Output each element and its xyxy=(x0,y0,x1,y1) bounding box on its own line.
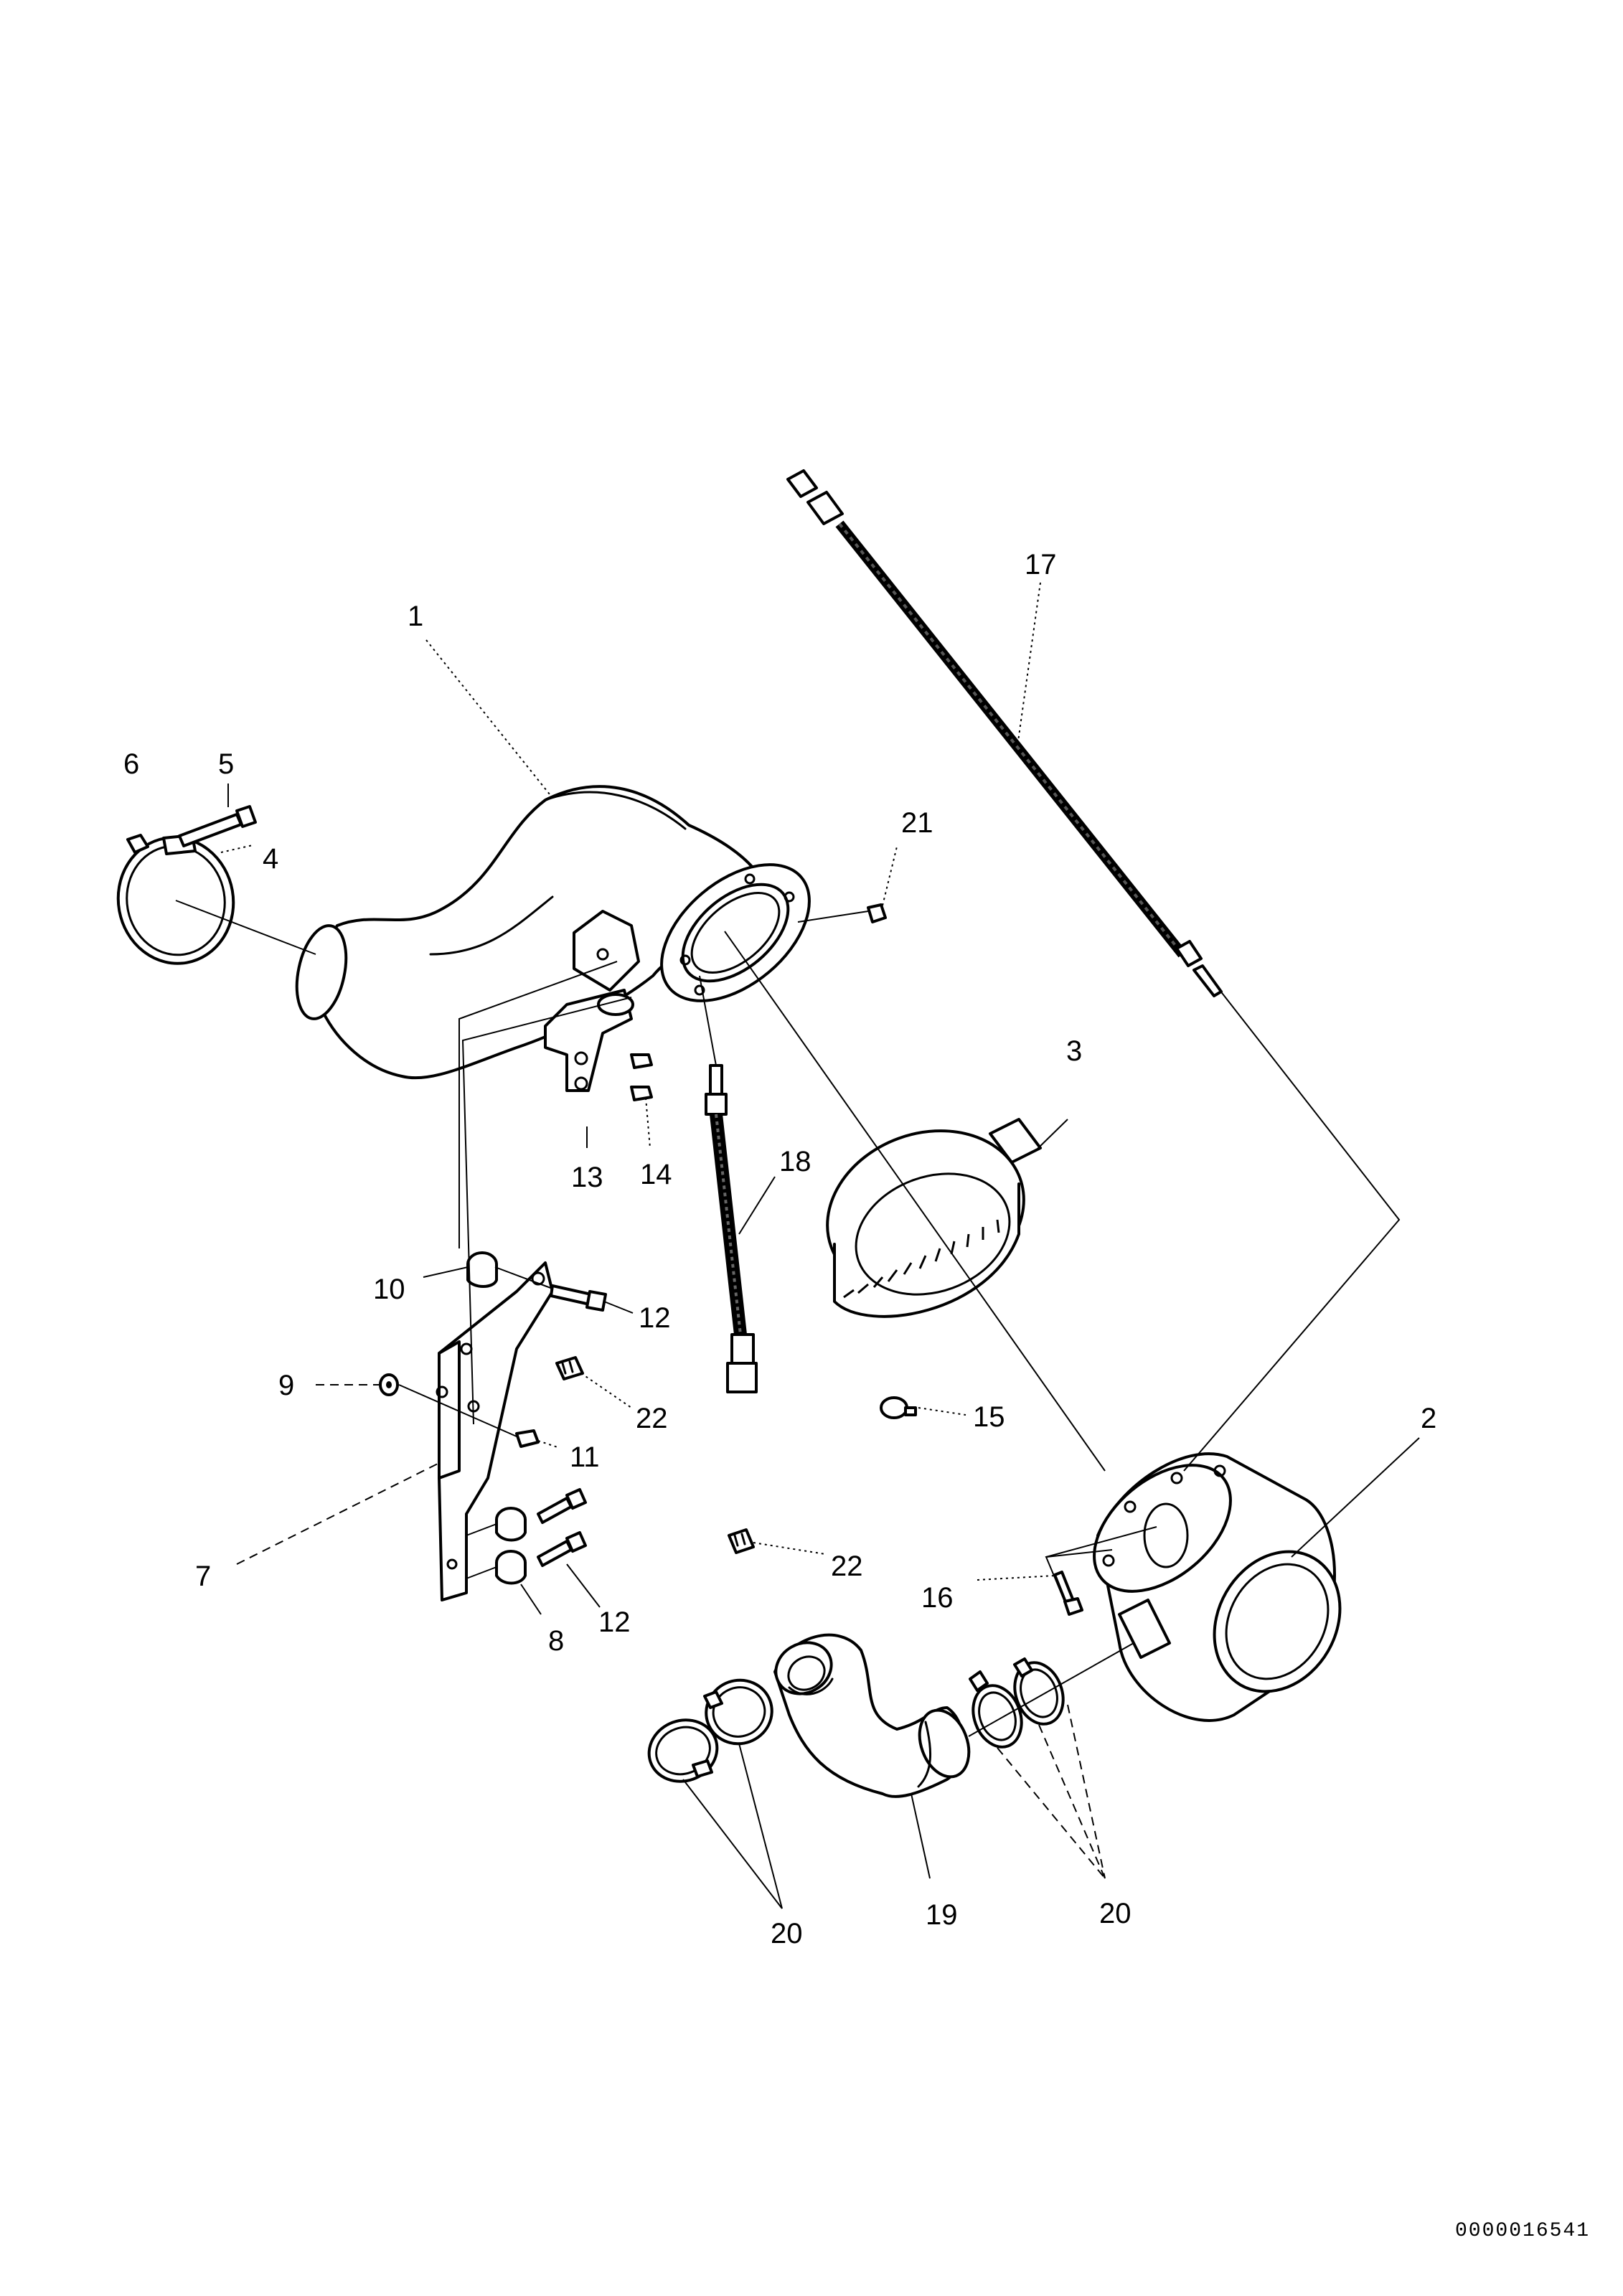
part-10-spacer xyxy=(466,1251,498,1288)
part-21-nut xyxy=(867,903,887,923)
part-12-bolts-bottom xyxy=(537,1488,587,1567)
part-20-clamps-right xyxy=(969,1657,1065,1749)
part-2-muffler xyxy=(1093,1452,1342,1722)
callout-3: 3 xyxy=(1066,1035,1082,1067)
callout-22-left: 22 xyxy=(636,1403,668,1434)
callout-17: 17 xyxy=(1025,549,1057,580)
callout-13: 13 xyxy=(571,1162,603,1193)
callout-12-top: 12 xyxy=(639,1302,671,1334)
callout-10: 10 xyxy=(373,1274,405,1305)
part-22-clip-center xyxy=(728,1528,755,1554)
part-5-clamp-bolt xyxy=(178,805,257,847)
callout-18: 18 xyxy=(779,1146,812,1177)
part-20-clamps-left xyxy=(647,1678,773,1783)
callout-labels: 1 2 3 4 5 6 7 8 9 10 11 12 12 13 14 15 1… xyxy=(123,549,1436,1949)
part-11-bolt xyxy=(515,1429,540,1448)
callout-7: 7 xyxy=(195,1561,211,1592)
part-15-clip xyxy=(880,1396,917,1419)
callout-1: 1 xyxy=(408,601,423,632)
part-12-bolt-top xyxy=(550,1284,607,1312)
part-7-support-bracket xyxy=(436,1261,554,1601)
part-13-small-bracket xyxy=(544,989,634,1092)
callout-2: 2 xyxy=(1421,1403,1436,1434)
part-19-hose xyxy=(773,1633,971,1798)
part-6-clamp-nut xyxy=(126,834,149,854)
callout-12-bottom: 12 xyxy=(598,1606,631,1638)
callout-11: 11 xyxy=(570,1441,600,1473)
callout-4: 4 xyxy=(263,843,278,875)
part-14-bolts xyxy=(630,1053,653,1101)
callout-9: 9 xyxy=(278,1370,294,1401)
callout-8: 8 xyxy=(548,1625,564,1657)
callout-5: 5 xyxy=(218,748,234,780)
part-3-heat-shield xyxy=(826,1118,1042,1318)
callout-6: 6 xyxy=(123,748,139,780)
part-8-spacers xyxy=(495,1507,527,1585)
callout-22-center: 22 xyxy=(831,1551,863,1582)
part-22-clip-left xyxy=(555,1356,584,1380)
callout-16: 16 xyxy=(921,1582,954,1614)
part-9-washer xyxy=(379,1373,399,1396)
leader-lines xyxy=(175,582,1420,1909)
callout-21: 21 xyxy=(901,807,933,839)
callout-19: 19 xyxy=(926,1899,958,1931)
callout-20-left: 20 xyxy=(771,1918,803,1949)
callout-14: 14 xyxy=(640,1159,672,1190)
part-18-sensor xyxy=(705,1064,758,1393)
document-id: 0000016541 xyxy=(1455,2220,1590,2242)
callout-20-right: 20 xyxy=(1099,1898,1132,1929)
callout-15: 15 xyxy=(973,1401,1005,1433)
part-16-bolt xyxy=(1053,1571,1083,1616)
part-1-exhaust-elbow xyxy=(295,785,811,1080)
part-17-sensor-cable xyxy=(786,469,1223,997)
